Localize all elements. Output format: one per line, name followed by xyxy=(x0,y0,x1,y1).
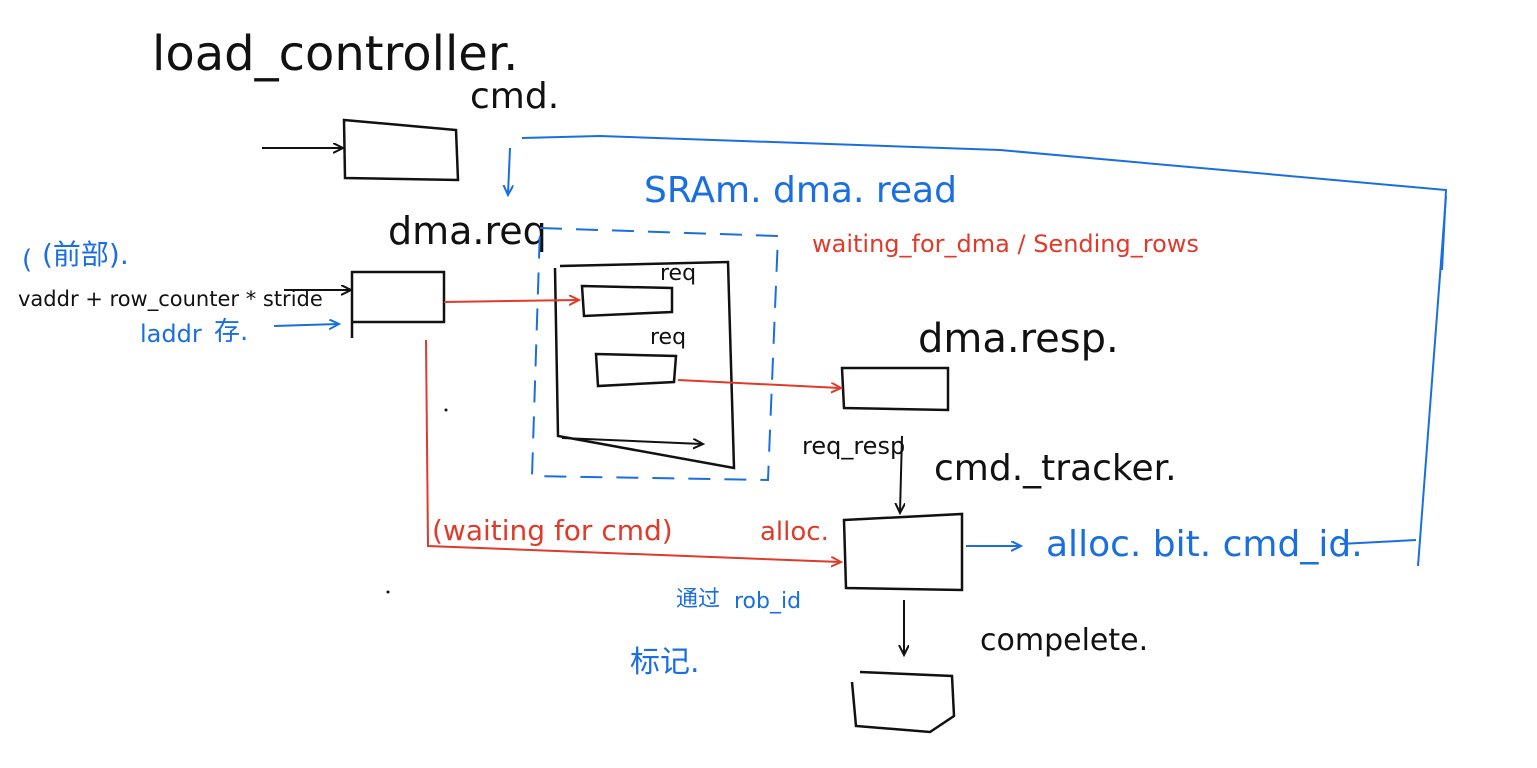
cmd-id-to-loop xyxy=(1339,539,1417,545)
sram-req-box-2 xyxy=(594,352,678,388)
laddr-input-arrow xyxy=(273,324,338,326)
dma-resp-box xyxy=(840,366,950,412)
rob-id-label: rob_id xyxy=(734,589,801,614)
stray-dot-2 xyxy=(386,590,390,594)
sram-inner-arrow xyxy=(561,437,702,444)
sram-to-dma-resp-arrow xyxy=(677,379,840,388)
cmd-to-dma-req-arrow xyxy=(508,147,510,194)
mark-chinese: 标记. xyxy=(630,645,700,680)
rob-id-chinese: 通过 xyxy=(676,587,720,612)
sram-outer-box xyxy=(553,260,736,470)
laddr-label: laddr xyxy=(140,320,202,348)
cmd-label: cmd. xyxy=(470,76,559,117)
cmd-tracker-label: cmd._tracker. xyxy=(934,448,1177,489)
vaddr-hint-chinese: (前部). xyxy=(42,238,129,271)
stray-dot-1 xyxy=(444,408,448,412)
vaddr-expression: vaddr + row_counter * stride xyxy=(18,287,323,312)
req-top-label: req xyxy=(660,261,696,286)
alloc-bit-cmd-id-label: alloc. bit. cmd_id. xyxy=(1046,524,1363,565)
alloc-label: alloc. xyxy=(760,517,829,547)
req-mid-label: req xyxy=(650,325,686,350)
req-resp-label: req_resp xyxy=(802,432,905,460)
complete-box xyxy=(850,670,956,734)
diagram-title: load_controller. xyxy=(152,26,518,82)
dma-req-to-tracker-arrow xyxy=(425,339,840,562)
laddr-chinese: 存. xyxy=(214,317,248,347)
req-resp-arrow xyxy=(900,435,902,512)
cmd-tracker-box xyxy=(842,512,964,592)
sram-dma-read-region xyxy=(530,226,780,482)
dma-req-box xyxy=(350,270,446,338)
waiting-for-dma-label: waiting_for_dma / Sending_rows xyxy=(812,230,1199,258)
dma-resp-label: dma.resp. xyxy=(918,316,1119,362)
cmd-box xyxy=(342,118,460,182)
sram-dma-read-label: SRAm. dma. read xyxy=(644,170,957,211)
sram-req-box-1 xyxy=(580,284,674,318)
vaddr-hint-paren: ( xyxy=(22,245,32,275)
dma-req-label: dma.req xyxy=(388,209,547,253)
complete-label: compelete. xyxy=(980,623,1148,658)
cmd-feedback-loop-return xyxy=(1417,195,1447,567)
waiting-for-cmd-label: (waiting for cmd) xyxy=(432,514,673,547)
dma-req-to-sram-arrow xyxy=(443,300,578,302)
